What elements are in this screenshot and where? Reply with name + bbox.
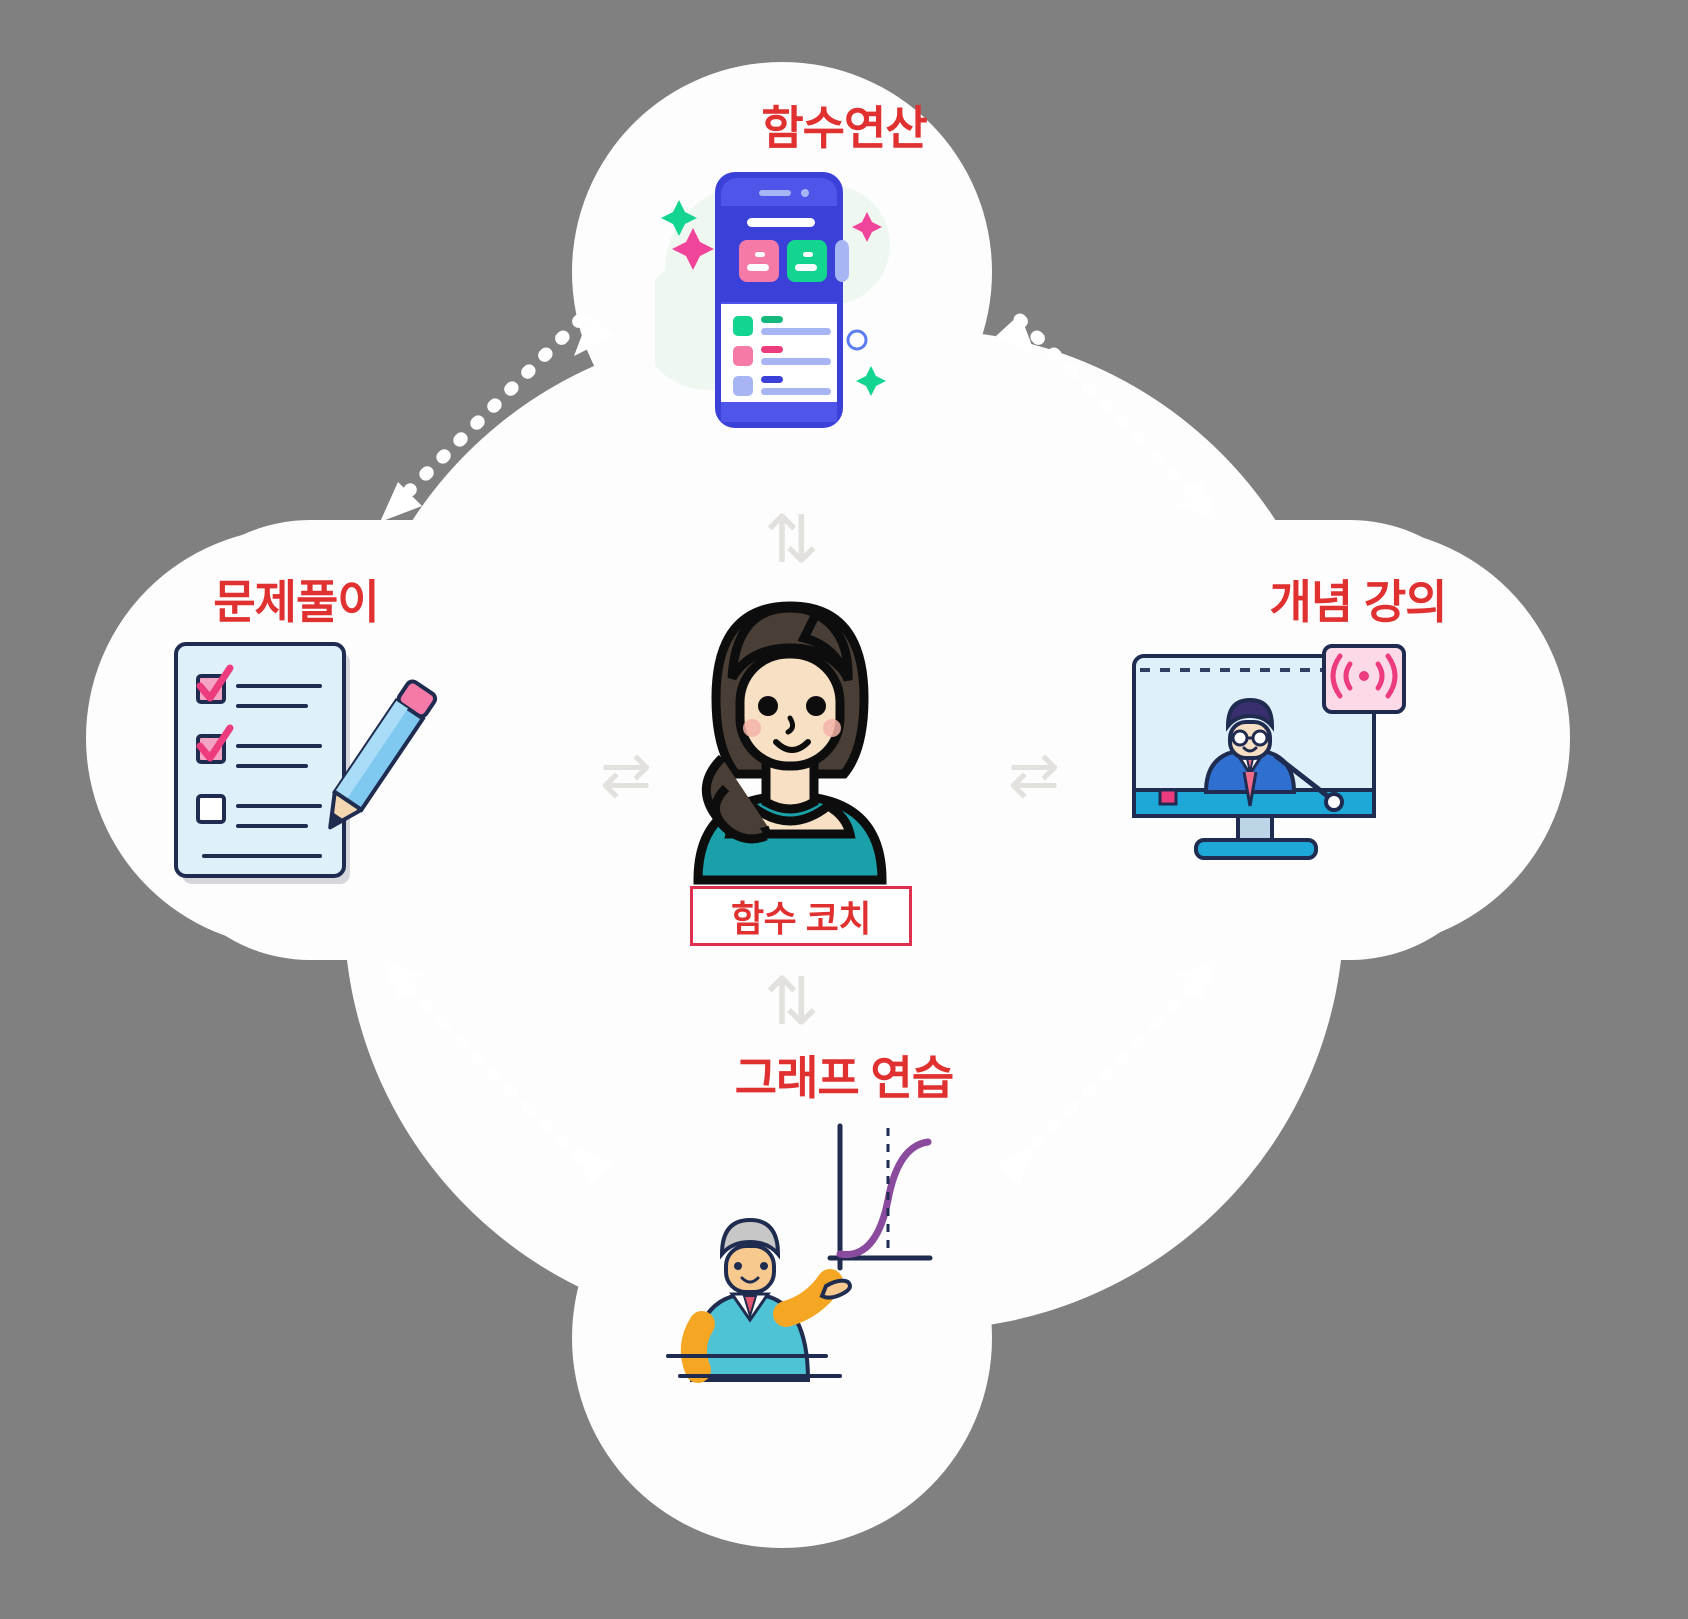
smartphone-app-list-icon [655,172,890,428]
node-label-top: 함수연산 [761,102,927,154]
connector-top-right-head [996,314,1036,356]
center-role-badge: 함수 코치 [690,886,912,946]
connector-top-right [1013,313,1220,522]
left-right-arrow-icon-left: ⇄ [600,741,652,810]
up-down-arrow-icon-bottom: ⇅ [764,964,820,1038]
node-label-left: 문제풀이 [213,576,379,628]
teacher-pointing-graph-icon [666,1123,933,1383]
connector-bottom-left [380,958,587,1167]
female-teacher-avatar-icon [693,601,887,885]
online-lecture-monitor-icon [1132,644,1406,860]
connector-bottom-right-head [996,1144,1036,1186]
left-right-arrow-icon-right: ⇄ [1008,741,1060,810]
connector-bottom-right [1013,958,1220,1167]
node-label-bottom: 그래프 연습 [734,1052,954,1104]
up-down-arrow-icon-top: ⇅ [764,502,820,576]
checklist-pencil-icon [174,642,438,884]
connector-bottom-left-head [574,1144,614,1186]
connector-top-left-head [574,314,614,356]
connector-top-left [380,313,587,522]
node-label-right: 개념 강의 [1269,576,1447,628]
